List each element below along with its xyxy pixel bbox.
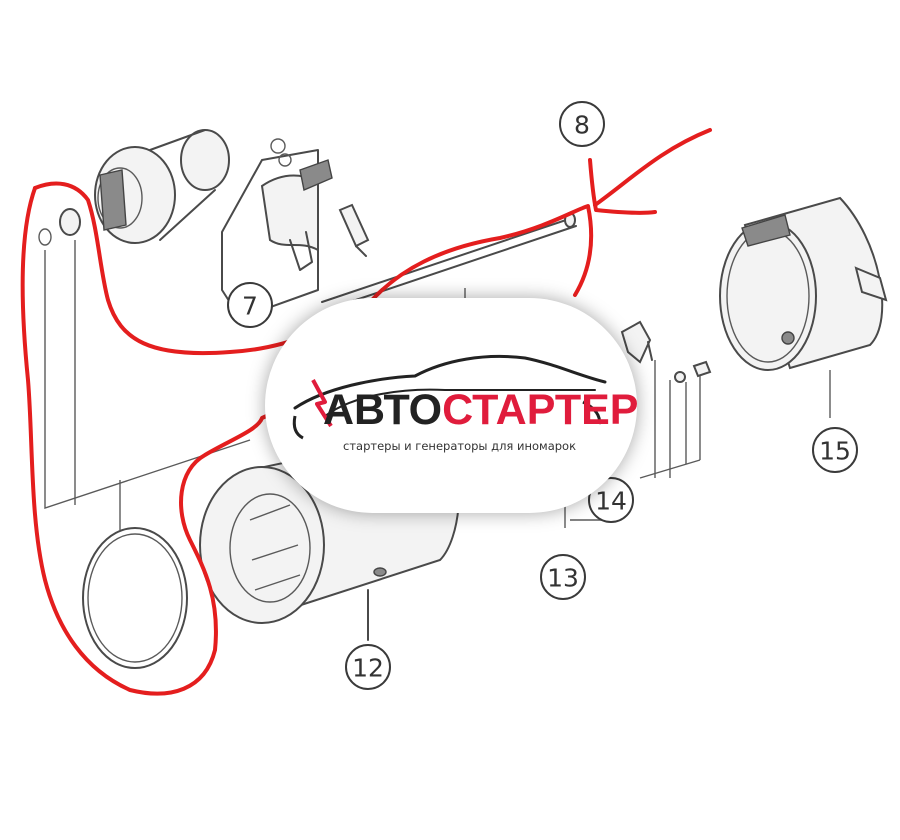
callout-15-label: 15 — [819, 437, 851, 466]
callout-7-label: 7 — [242, 292, 258, 321]
callout-13-label: 13 — [547, 564, 579, 593]
callout-8-label: 8 — [574, 111, 590, 140]
part-7-bracket — [221, 138, 370, 319]
brand-wordmark: АВТОСТАРТЕР — [323, 386, 638, 435]
part-15-end-cover — [719, 196, 888, 418]
callout-12: 12 — [345, 644, 391, 690]
brand-wordmark-accent: СТАРТЕР — [442, 386, 639, 434]
pinion-drive-gear — [38, 129, 230, 246]
leader-lines — [44, 240, 466, 530]
callout-13: 13 — [540, 554, 586, 600]
callout-14-label: 14 — [595, 487, 627, 516]
callout-8: 8 — [559, 101, 605, 147]
car-silhouette-icon — [292, 354, 607, 440]
callout-15: 15 — [812, 427, 858, 473]
brand-logo-card: АВТОСТАРТЕР стартеры и генераторы для ин… — [265, 298, 638, 513]
callout-14: 14 — [588, 477, 634, 523]
brand-wordmark-dark: АВТО — [323, 386, 443, 434]
callout-7: 7 — [227, 282, 273, 328]
o-ring — [82, 527, 188, 669]
brand-tagline: стартеры и генераторы для иномарок — [343, 439, 577, 453]
callout-12-label: 12 — [352, 654, 384, 683]
